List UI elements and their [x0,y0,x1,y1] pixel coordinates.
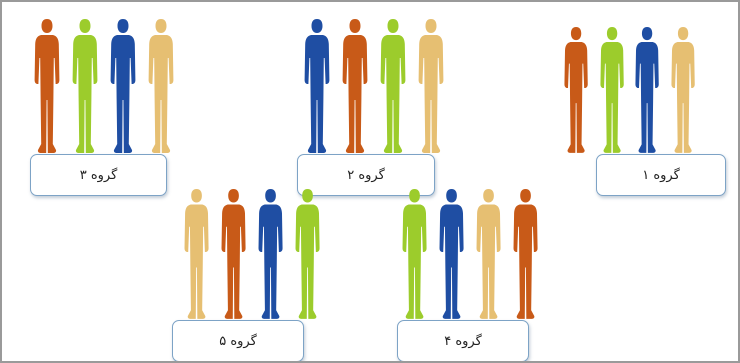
person-silhouette-icon [184,188,209,319]
group-5-label-box: گروه ۵ [172,320,304,361]
person-tan [671,26,695,153]
person-orange [513,188,538,319]
person-silhouette-icon [304,19,330,153]
person-tan [418,19,444,153]
group-5-label: گروه ۵ [219,333,257,349]
person-tan [184,188,209,319]
person-silhouette-icon [513,188,538,319]
group-2-label-box: گروه ۲ [297,154,435,196]
person-silhouette-icon [221,188,246,319]
person-silhouette-icon [380,19,406,153]
person-silhouette-icon [476,188,501,319]
person-orange [221,188,246,319]
person-lime [295,188,320,319]
group-2-label: گروه ۲ [347,167,385,183]
person-lime [600,26,624,153]
person-silhouette-icon [342,19,368,153]
person-silhouette-icon [671,26,695,153]
person-blue [110,19,136,153]
person-orange [564,26,588,153]
person-blue [439,188,464,319]
group-3-label: گروه ۳ [79,167,118,183]
person-blue [304,19,330,153]
person-silhouette-icon [635,26,660,153]
group-1-label-box: گروه ۱ [596,154,726,196]
person-silhouette-icon [34,19,60,153]
person-silhouette-icon [564,26,588,153]
person-blue [258,188,283,319]
person-orange [34,19,60,153]
group-1-label: گروه ۱ [642,167,680,183]
person-silhouette-icon [258,188,283,319]
group-1-figures [562,26,705,154]
person-silhouette-icon [295,188,320,319]
group-5-figures [182,188,329,320]
person-silhouette-icon [439,188,464,319]
person-lime [402,188,427,319]
group-4-label: گروه ۴ [444,333,482,349]
person-lime [380,19,406,153]
person-silhouette-icon [110,19,136,153]
group-3-label-box: گروه ۳ [30,154,167,196]
group-3-figures [32,18,184,154]
person-silhouette-icon [600,26,624,153]
person-tan [148,19,174,153]
person-silhouette-icon [402,188,427,319]
group-4-figures [400,188,547,320]
person-silhouette-icon [418,19,444,153]
person-blue [635,26,660,153]
person-tan [476,188,501,319]
person-silhouette-icon [72,19,98,153]
person-orange [342,19,368,153]
group-4-label-box: گروه ۴ [397,320,529,361]
group-2-figures [302,18,454,154]
person-silhouette-icon [148,19,174,153]
person-lime [72,19,98,153]
